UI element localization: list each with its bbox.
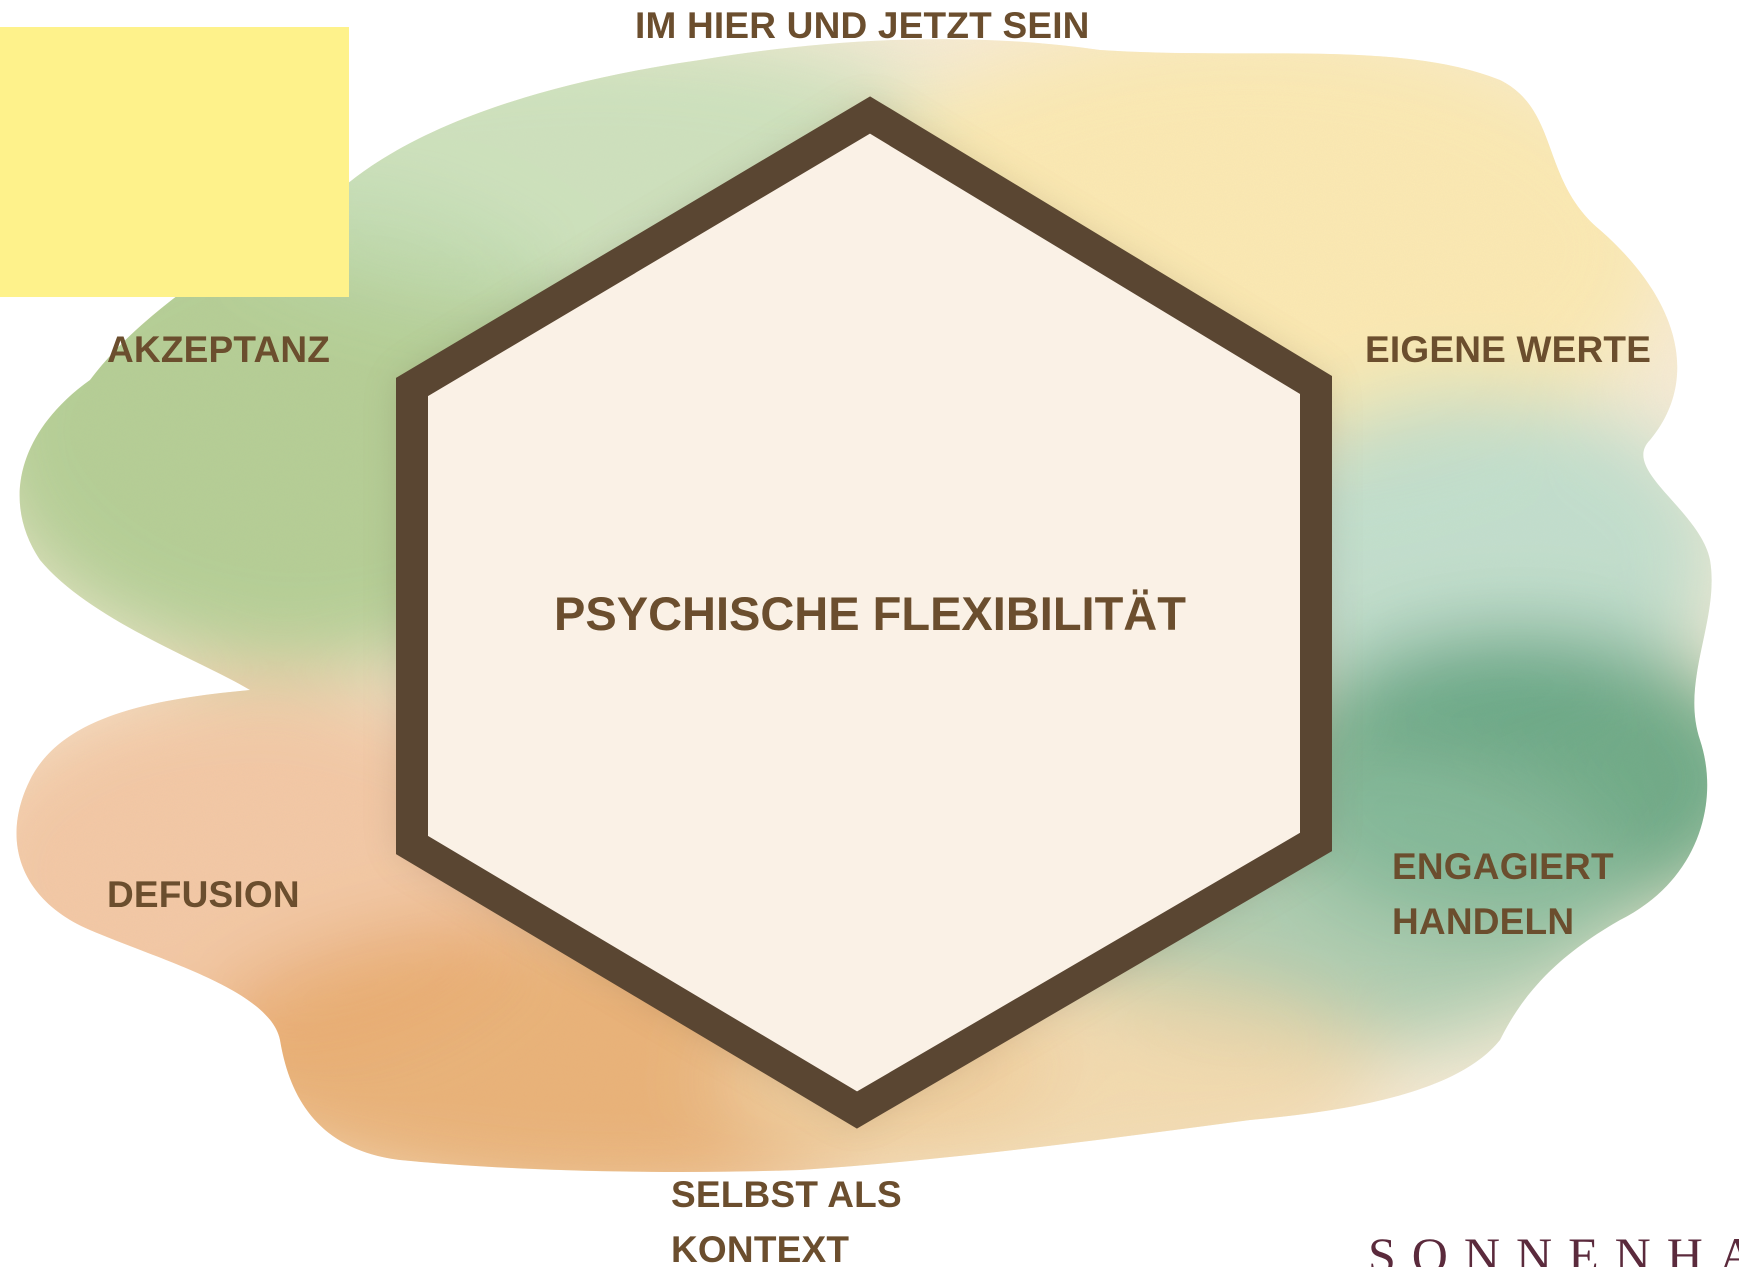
label-committed-action-line1: ENGAGIERT <box>1392 841 1614 893</box>
sticky-note <box>0 27 349 297</box>
label-acceptance: AKZEPTANZ <box>107 324 330 376</box>
label-present-moment: IM HIER UND JETZT SEIN <box>635 0 1090 52</box>
center-label-psychological-flexibility: PSYCHISCHE FLEXIBILITÄT <box>554 586 1186 641</box>
label-self-as-context-line2: KONTEXT <box>671 1224 849 1267</box>
label-self-as-context-line1: SELBST ALS <box>671 1169 902 1221</box>
brand-logo-text: SONNENHAL <box>1368 1225 1739 1267</box>
label-committed-action-line2: HANDELN <box>1392 896 1574 948</box>
label-defusion: DEFUSION <box>107 869 300 921</box>
label-values: EIGENE WERTE <box>1365 324 1651 376</box>
